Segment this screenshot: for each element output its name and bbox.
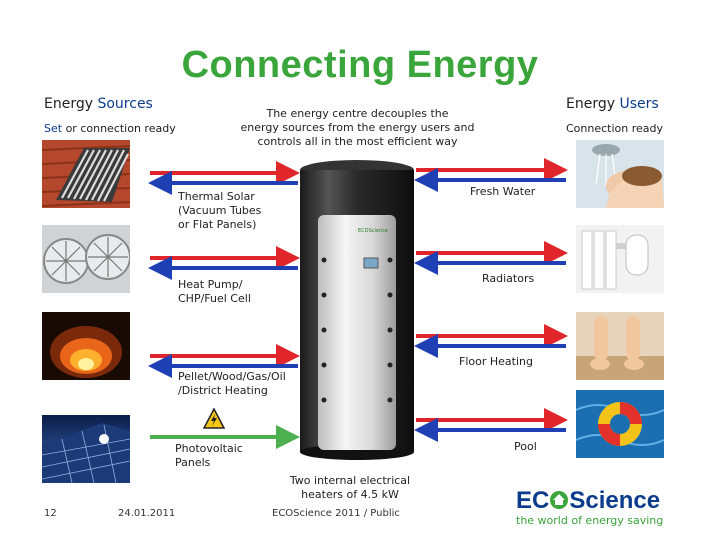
heaters-note: Two internal electrical heaters of 4.5 k… <box>289 474 411 501</box>
user-label-pool: Pool <box>514 440 537 453</box>
page-title: Connecting Energy <box>181 44 539 86</box>
solar-collector-photo <box>42 140 130 208</box>
users-header-prefix: Energy <box>566 96 620 112</box>
shower-photo <box>576 140 664 208</box>
sources-sub-rest: or connection ready <box>62 122 176 135</box>
sources-subheader: Set or connection ready <box>44 122 176 135</box>
source-label-solar: Thermal Solar (Vacuum Tubes or Flat Pane… <box>178 190 262 231</box>
pv-panels-photo <box>42 415 130 483</box>
description-text: The energy centre decouples the energy s… <box>240 107 475 148</box>
floor-heating-photo <box>576 312 664 380</box>
footer-center-text: ECOScience 2011 / Public <box>272 508 400 519</box>
logo-text-eco: EC <box>516 487 550 514</box>
sources-header-prefix: Energy <box>44 96 98 112</box>
fire-photo <box>42 312 130 380</box>
logo-house-icon <box>550 491 569 509</box>
logo-tagline: the world of energy saving <box>516 514 664 527</box>
users-header-word: Users <box>619 96 659 112</box>
user-label-floor-heating: Floor Heating <box>459 355 533 368</box>
pool-photo <box>576 390 664 458</box>
sources-sub-set: Set <box>44 122 63 135</box>
source-label-pellet: Pellet/Wood/Gas/Oil /District Heating <box>178 370 286 397</box>
heat-pump-photo <box>42 225 130 293</box>
radiator-photo <box>576 225 664 293</box>
logo-text-science: Science <box>569 487 661 514</box>
users-header: Energy Users <box>566 96 659 112</box>
page-number: 12 <box>44 508 57 519</box>
user-label-radiators: Radiators <box>482 272 535 285</box>
user-label-fresh-water: Fresh Water <box>470 185 536 198</box>
source-label-heat-pump: Heat Pump/ CHP/Fuel Cell <box>178 278 251 305</box>
energy-centre-tank: ECOScience <box>300 160 414 460</box>
footer-date: 24.01.2011 <box>118 508 176 519</box>
sources-header-word: Sources <box>97 96 153 112</box>
electrical-warning-icon <box>203 408 225 429</box>
ecoscience-logo: EC Science the world of energy saving <box>516 488 706 532</box>
source-label-photovoltaic: Photovoltaic Panels <box>175 442 243 469</box>
sources-header: Energy Sources <box>44 96 153 112</box>
tank-brand-label: ECOScience <box>358 228 388 234</box>
users-subheader: Connection ready <box>566 122 664 135</box>
